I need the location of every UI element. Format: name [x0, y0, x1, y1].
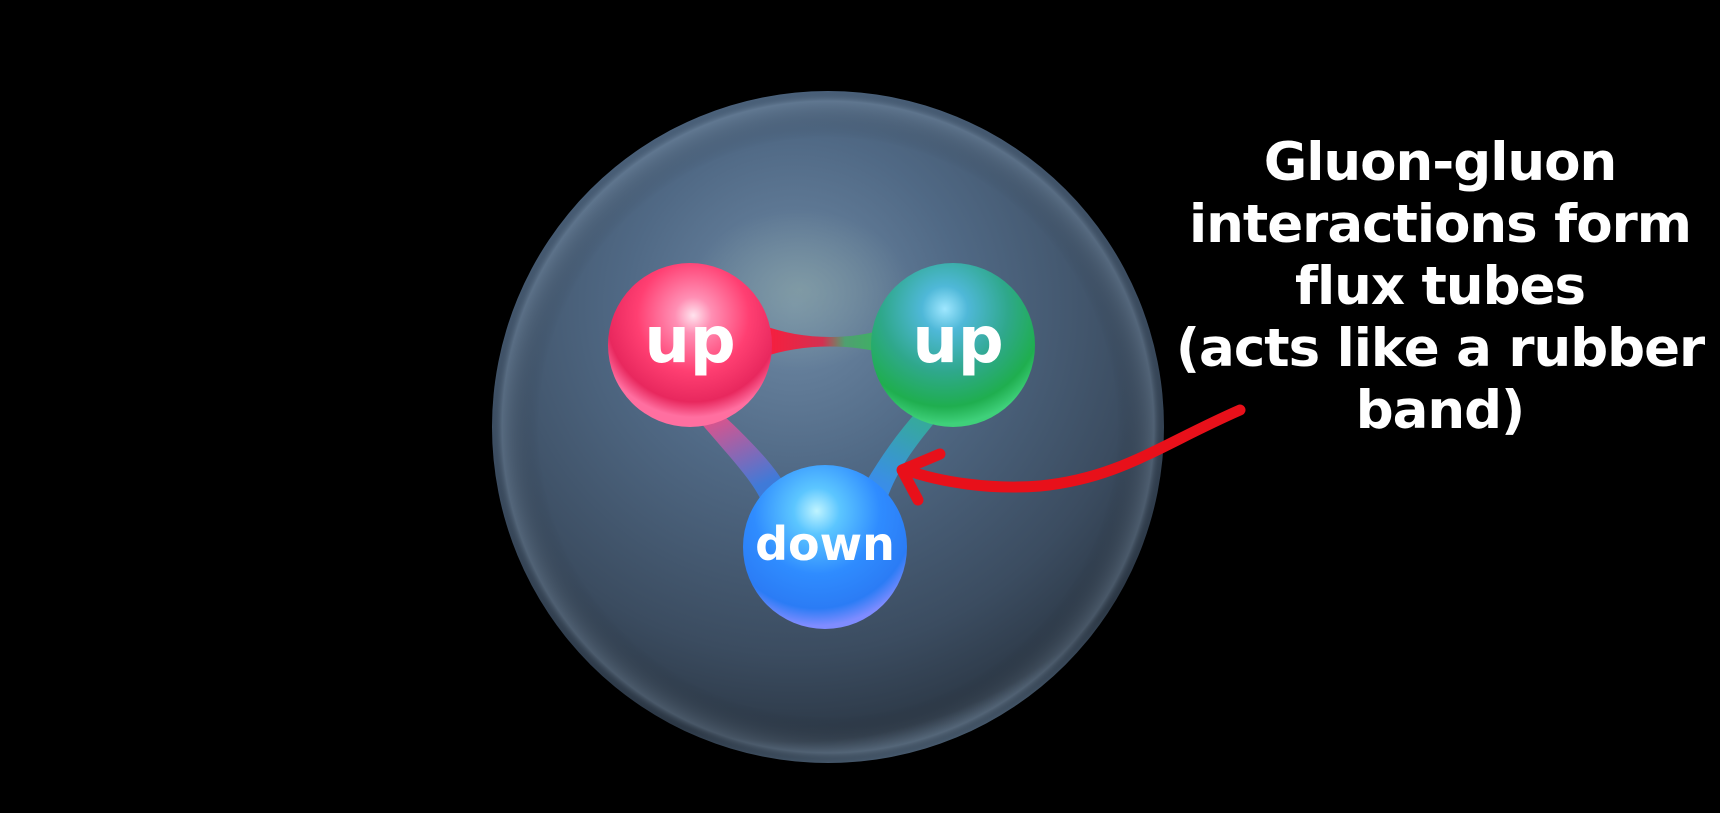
annotation-line-5: band) [1355, 380, 1526, 441]
annotation-line-4: (acts like a rubber [1175, 318, 1705, 379]
proton-sphere [492, 91, 1164, 763]
arrow-head [896, 448, 946, 506]
flux-tubes [700, 322, 935, 498]
quark-down-blue-label: down [755, 517, 895, 571]
annotation-text: Gluon-gluon interactions form flux tubes… [1160, 132, 1720, 442]
flux-tube-up-down-right [866, 408, 935, 496]
annotation-line-2: interactions form [1189, 194, 1692, 255]
quark-down-blue: down [743, 465, 907, 629]
annotation-line-1: Gluon-gluon [1263, 132, 1618, 193]
quark-up-green-label: up [912, 304, 1003, 378]
flux-tube-up-down-left [700, 405, 782, 498]
annotation-line-3: flux tubes [1294, 256, 1586, 317]
quark-up-red: up [608, 263, 772, 427]
quark-up-red-label: up [644, 304, 735, 378]
flux-tube-up-up [755, 322, 905, 360]
quark-up-green: up [871, 263, 1035, 427]
arrow [896, 404, 1246, 506]
arrow-shaft [900, 404, 1246, 493]
